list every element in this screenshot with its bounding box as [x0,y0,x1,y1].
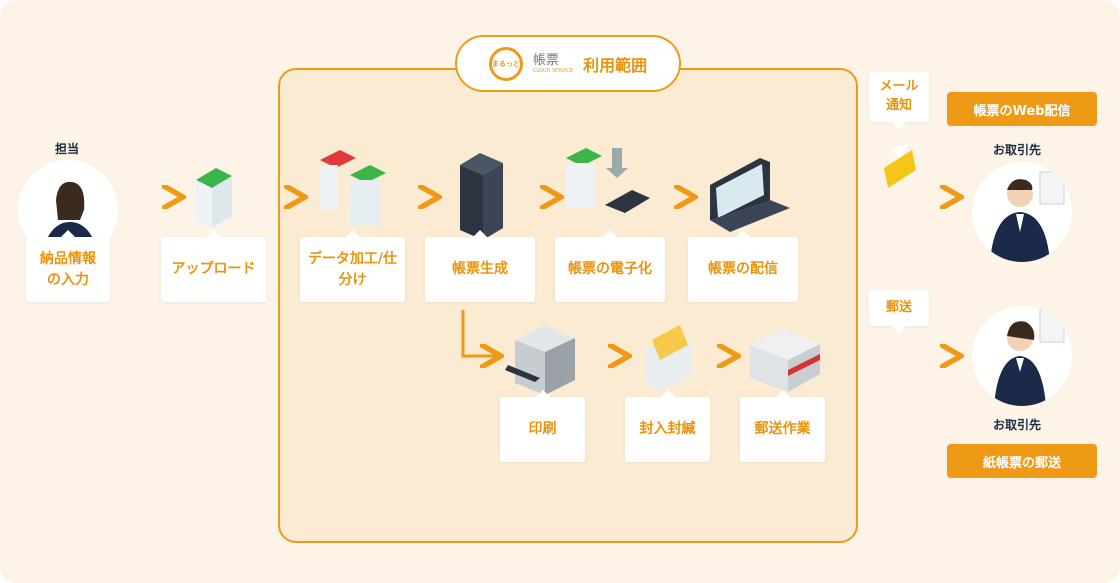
step-generate: 帳票生成 [425,230,535,302]
logo-sub: CLOUD SERVICE [532,67,574,74]
step-input-delivery-info: 納品情報の入力 [26,230,110,302]
step-mail-work: 郵送作業 [740,390,825,462]
step-label: アップロード [171,261,256,278]
post-bubble: 郵送 [869,290,929,333]
client-avatar-top [972,162,1072,262]
step-label: 帳票の配信 [708,261,778,278]
envelope-icon [645,325,692,392]
mail-notice-bubble: メール通知 [869,72,929,129]
laptop-icon [710,158,790,232]
bubble-label: 郵送 [885,299,912,315]
logo-name: 帳票 [532,52,559,68]
usage-range-box [278,68,858,543]
step-data-processing: データ加工/仕分け [300,230,405,302]
logo-mark: まるっと [491,59,520,68]
client-avatar-bottom [972,306,1072,406]
step-label: 印刷 [528,421,557,438]
step-label: 郵送作業 [754,421,811,438]
role-label: 担当 [55,142,80,156]
step-label: データ加工/仕分け [307,251,398,288]
arrow-to-print [461,310,498,356]
client-label-top: お取引先 [993,143,1042,157]
step-label: 封入封緘 [639,421,696,438]
step-upload: アップロード [161,230,266,302]
step-deliver: 帳票の配信 [688,230,798,302]
mail-envelope-icon [884,142,916,188]
spreadsheet-icon [196,168,232,228]
server-icon [460,153,503,240]
client-label-bottom: お取引先 [993,418,1042,432]
paper-mail-badge: 紙帳票の郵送 [947,444,1097,478]
documents-icon [320,150,386,225]
step-label: 帳票の電子化 [568,261,652,278]
bubble-label: メール通知 [879,79,919,113]
step-label: 帳票生成 [452,261,508,278]
step-label: 納品情報の入力 [40,251,96,288]
digitize-icon [566,148,650,213]
printer-icon [505,325,575,395]
step-enclose: 封入封緘 [625,390,710,462]
step-digitize: 帳票の電子化 [555,230,665,302]
post-office-icon [750,328,820,392]
marutto-logo-icon: まるっと [488,46,523,81]
step-print: 印刷 [500,390,585,462]
web-delivery-badge: 帳票のWeb配信 [947,92,1097,126]
range-title: 利用範囲 [583,55,648,75]
